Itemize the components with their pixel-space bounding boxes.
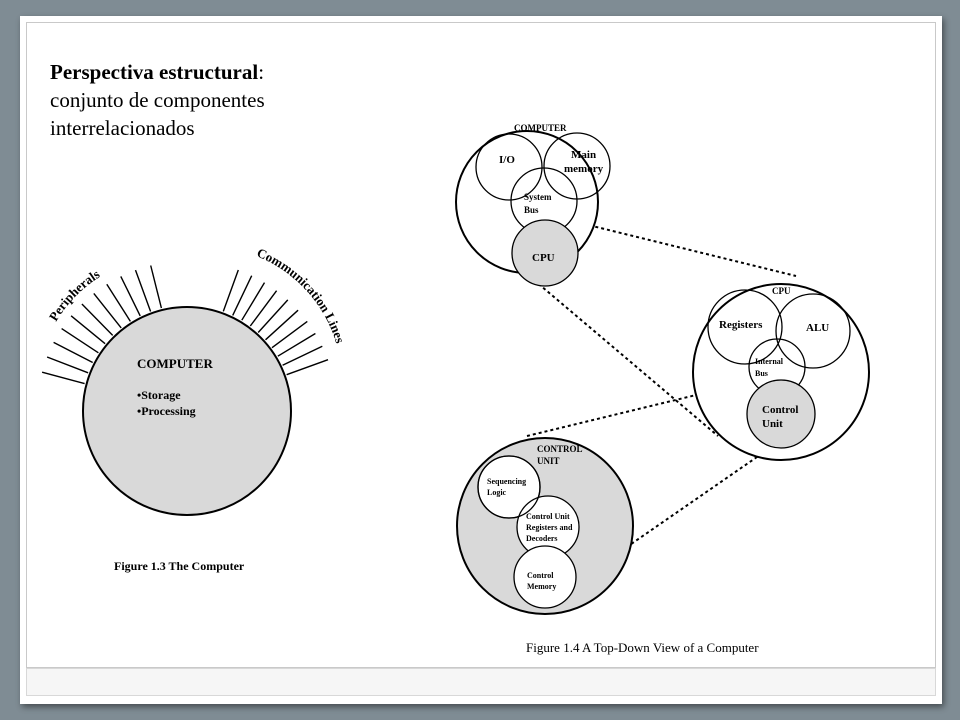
registers-label: Registers: [719, 319, 763, 331]
control-unit-title-2: UNIT: [537, 456, 560, 466]
figure-1-4: COMPUTER I/O Main memory System Bus CPU …: [455, 123, 870, 655]
peripheral-lines: [41, 265, 163, 385]
control-memory-circle: [513, 545, 577, 609]
io-label: I/O: [499, 154, 515, 166]
cpu-label: CPU: [532, 252, 555, 264]
main-memory-label-1: Main: [571, 149, 596, 161]
computer-title: COMPUTER: [137, 356, 213, 371]
computer-label: COMPUTER: [514, 123, 567, 133]
heading-colon: :: [258, 60, 265, 84]
communication-line: [241, 282, 266, 321]
main-memory-label-2: memory: [564, 163, 604, 175]
peripheral-line: [81, 303, 114, 336]
peripheral-line: [70, 315, 106, 345]
registers-decoders-label-2: Registers and: [526, 523, 573, 532]
sequencing-logic-outline: [477, 455, 541, 519]
peripheral-line: [61, 328, 99, 354]
figure-1-3: Peripherals Communication Lines COMPUTER…: [41, 245, 348, 573]
control-unit-circle: [746, 379, 816, 449]
control-memory-label-1: Control: [527, 571, 554, 580]
internal-bus-label-1: Internal: [755, 357, 784, 366]
slide-heading: Perspectiva estructural: conjunto de com…: [50, 58, 350, 142]
sequencing-label-1: Sequencing: [487, 477, 526, 486]
communication-line: [265, 309, 299, 341]
peripheral-line: [41, 371, 85, 385]
control-unit-label-1: Control: [762, 404, 798, 416]
control-memory-label-2: Memory: [527, 582, 556, 591]
communication-line: [232, 275, 253, 316]
peripherals-label: Peripherals: [46, 266, 102, 323]
communication-line: [282, 345, 323, 366]
computer-circle: [82, 306, 292, 516]
io-circle: [475, 133, 543, 201]
alu-label: ALU: [806, 322, 829, 334]
cpu-outer-circle: [692, 283, 870, 461]
communication-line: [271, 320, 308, 349]
peripheral-line: [134, 269, 152, 312]
registers-decoders-label-3: Decoders: [526, 534, 558, 543]
communication-line: [249, 290, 278, 327]
peripheral-line: [46, 356, 89, 374]
registers-decoders-label-1: Control Unit: [526, 512, 570, 521]
figure-1-4-caption: Figure 1.4 A Top-Down View of a Computer: [526, 640, 759, 655]
system-bus-label-2: Bus: [524, 205, 539, 215]
cpu-title-label: CPU: [772, 286, 791, 296]
communication-line: [286, 359, 329, 376]
cpu-circle: [511, 219, 579, 287]
processing-item: •Processing: [137, 404, 196, 418]
alu-circle: [775, 293, 851, 369]
communication-line: [277, 332, 316, 357]
control-unit-title-1: CONTROL: [537, 444, 583, 454]
slide-frame: [26, 22, 936, 668]
peripheral-line: [150, 265, 163, 309]
slide-footer-band: [26, 668, 936, 696]
peripheral-line: [120, 276, 141, 317]
heading-line-3: interrelacionados: [50, 116, 195, 140]
communication-line: [222, 269, 239, 312]
communication-lines: [222, 269, 329, 376]
heading-title: Perspectiva estructural: [50, 60, 259, 84]
figure-1-3-caption: Figure 1.3 The Computer: [114, 559, 245, 573]
peripheral-line: [106, 283, 131, 322]
registers-circle: [707, 289, 783, 365]
system-bus-label-1: System: [524, 192, 552, 202]
communication-line: [257, 299, 289, 333]
control-unit-label-2: Unit: [762, 418, 783, 430]
heading-line-2: conjunto de componentes: [50, 88, 265, 112]
internal-bus-label-2: Bus: [755, 369, 768, 378]
communication-lines-label: Communication Lines: [255, 245, 348, 345]
sequencing-label-2: Logic: [487, 488, 507, 497]
storage-item: •Storage: [137, 388, 181, 402]
peripheral-line: [93, 292, 122, 329]
peripheral-line: [53, 341, 94, 364]
